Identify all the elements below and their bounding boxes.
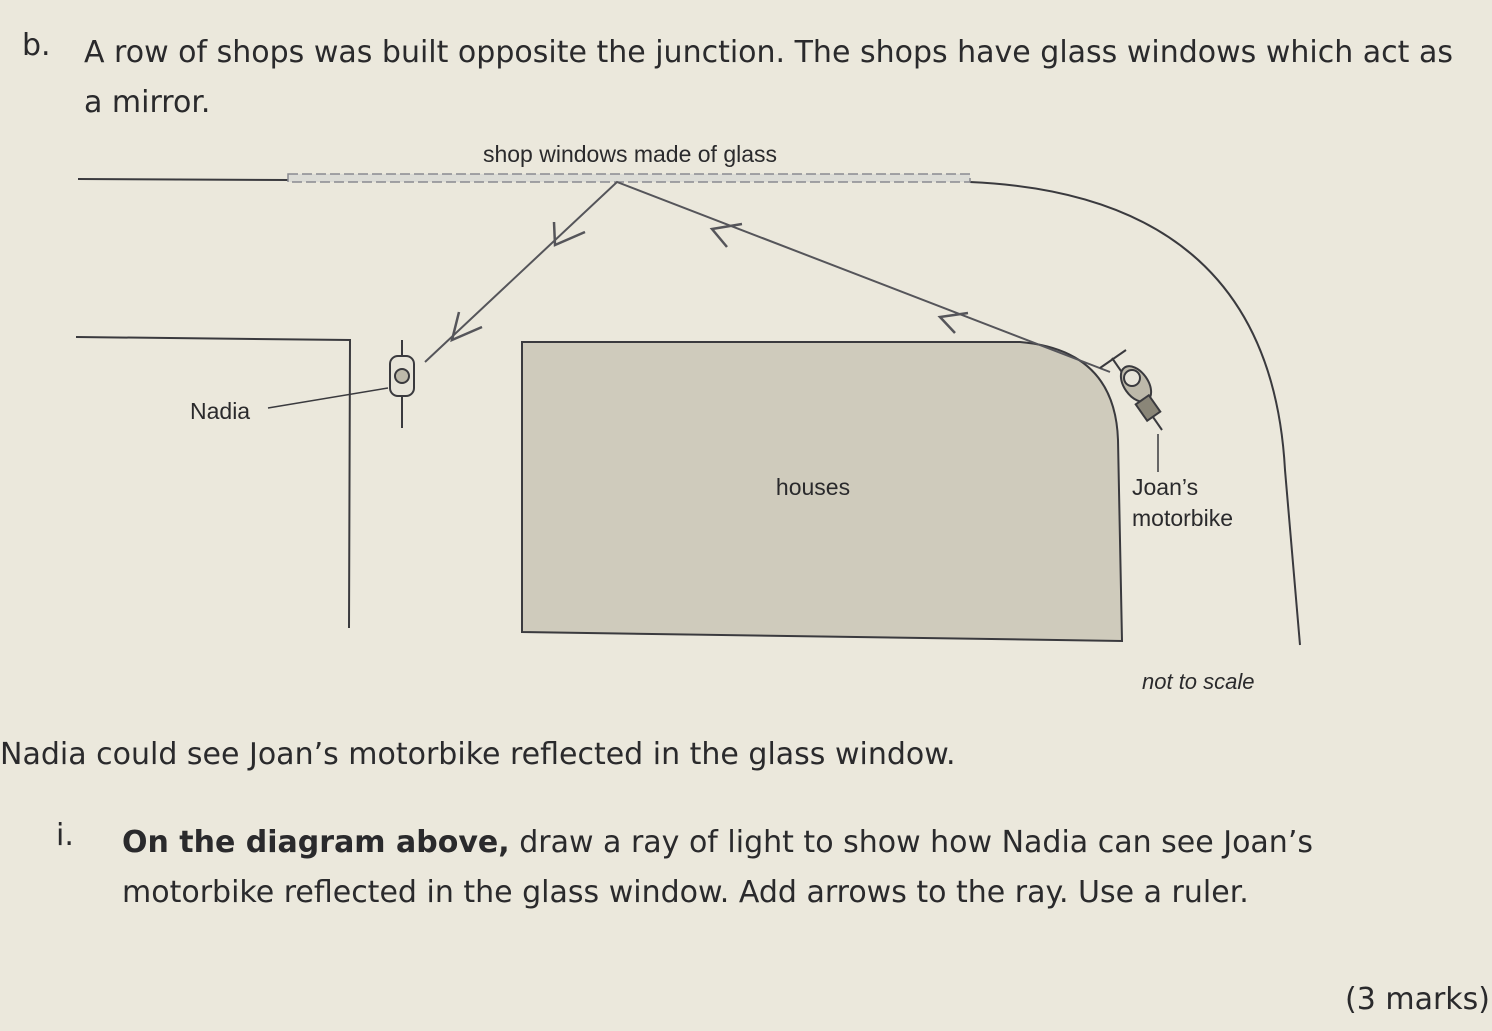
instruction-text: draw a ray of light to show how Nadia ca… [122, 825, 1313, 910]
ray-arrow-2 [937, 311, 969, 334]
ray-arrow-1 [709, 222, 743, 248]
curved-road-edge [969, 181, 1301, 646]
instruction-bold: On the diagram above, [122, 825, 510, 860]
part-instruction: On the diagram above, draw a ray of ligh… [122, 818, 1472, 918]
houses-label: houses [776, 474, 850, 500]
ray-arrow-4 [450, 311, 483, 343]
top-road-edge [77, 178, 289, 181]
marks-label: (3 marks) [1345, 982, 1490, 1017]
drawn-light-ray [424, 180, 1111, 373]
motorbike-figure [1099, 349, 1163, 431]
statement-text: Nadia could see Joan’s motorbike reflect… [0, 737, 956, 772]
joan-label-line1: Joan’s [1132, 474, 1198, 500]
glass-window [287, 173, 971, 183]
scale-note: not to scale [1142, 669, 1255, 694]
ray-arrow-3 [552, 221, 586, 247]
question-label: b. [22, 28, 51, 63]
question-text: A row of shops was built opposite the ju… [84, 35, 1453, 120]
nadia-label: Nadia [190, 398, 250, 424]
nadia-figure [389, 340, 415, 428]
glass-label: shop windows made of glass [483, 141, 777, 167]
nadia-pointer [267, 387, 389, 409]
part-label: i. [56, 818, 74, 853]
left-block-edge [75, 336, 352, 629]
joan-label-line2: motorbike [1132, 505, 1233, 531]
